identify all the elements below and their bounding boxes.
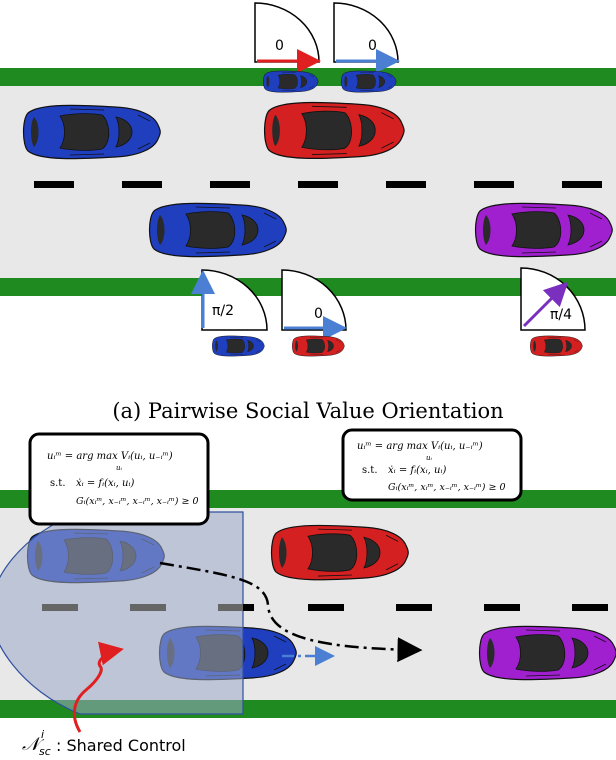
lane-divider-a [34,181,602,188]
dial-label: 0 [368,38,377,54]
shared-control-region [0,511,244,715]
svo-dial: π/2 [191,269,268,331]
panel-b: uᵢᵐ = arg max Vᵢ(uᵢ, u₋ᵢᵐ) uᵢ s.t. ẋᵢ = … [0,428,616,758]
legend-sub: sc [39,745,51,758]
car-red [263,101,405,160]
legend-text: : Shared Control [56,736,186,755]
equation-line: Gᵢ(xᵢᵐ, x₋ᵢᵐ, x₋ᵢᵐ, x₋ᵢᵐ) ≥ 0 [76,496,199,507]
optimization-box-right: uᵢᵐ = arg max Vᵢ(uᵢ, u₋ᵢᵐ) uᵢ s.t. ẋᵢ = … [341,428,523,502]
car-blue-mini [212,335,265,357]
equation-line: uᵢᵐ = arg max Vᵢ(uᵢ, u₋ᵢᵐ) [357,441,483,452]
car-blue-mini [341,70,397,93]
car-red-mini [292,335,345,357]
svo-dial: π/4 [520,267,586,331]
equation-sub: uᵢ [116,464,123,472]
lane-divider-b [308,604,608,611]
shared-control-pointer [72,641,124,733]
lane-divider-b-gray [42,604,254,611]
car-red [270,524,409,581]
equation-prefix: s.t. [362,465,378,476]
car-blue-mini [263,70,319,93]
panel-a-caption: (a) Pairwise Social Value Orientation [112,399,503,423]
legend-sup: i [41,728,44,741]
svo-dial: 0 [254,2,321,73]
panel-a: 0 0 π/2 0 π/4 (a) Pairwise Social Value [0,2,616,423]
equation-sub: uᵢ [426,454,433,462]
car-blue [148,202,287,258]
trajectory-arrow [159,561,423,663]
car-purple [474,202,613,258]
equation-line: uᵢᵐ = arg max Vᵢ(uᵢ, u₋ᵢᵐ) [47,451,173,462]
equation-line: ẋᵢ = fᵢ(xᵢ, uᵢ) [388,465,446,476]
equation-line: Gᵢ(xᵢᵐ, xᵢᵐ, x₋ᵢᵐ, x₋ᵢᵐ) ≥ 0 [388,482,505,493]
shared-control-legend: 𝒩 sc i : Shared Control [22,728,186,758]
svo-dial: 0 [333,2,400,73]
dial-label: π/2 [212,303,234,319]
car-blue [22,104,161,160]
equation-line: ẋᵢ = fᵢ(xᵢ, uᵢ) [76,478,134,489]
dial-label: 0 [275,38,284,54]
equation-prefix: s.t. [50,478,66,489]
svo-dial: 0 [281,269,347,340]
dial-label: π/4 [550,307,572,323]
optimization-box-left: uᵢᵐ = arg max Vᵢ(uᵢ, u₋ᵢᵐ) uᵢ s.t. ẋᵢ = … [28,432,210,526]
car-red-mini [530,335,583,357]
dial-label: 0 [314,306,323,322]
car-purple [478,625,616,681]
